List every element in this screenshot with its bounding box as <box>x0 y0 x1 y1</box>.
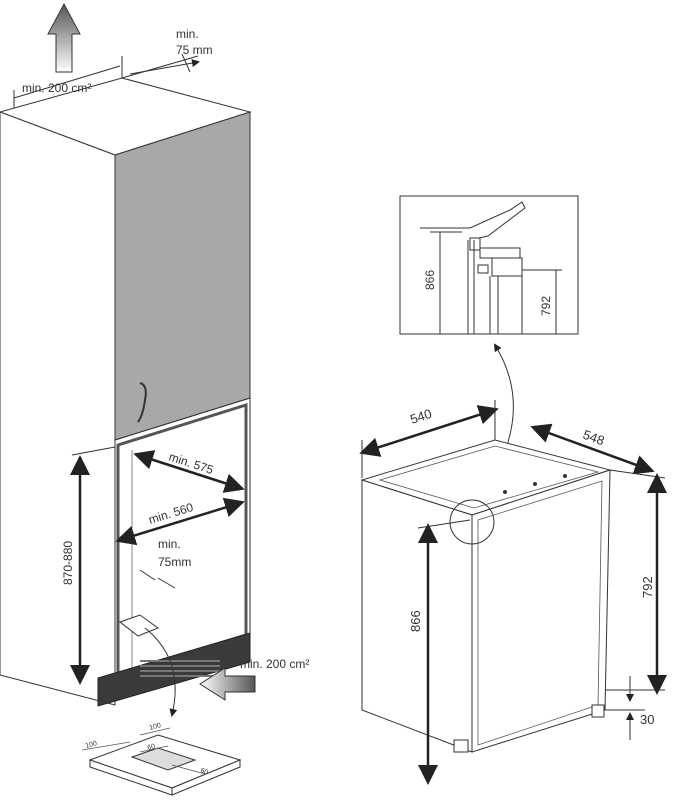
vent-top-gap-label: min. <box>176 27 199 41</box>
cabinet-left <box>0 2 256 717</box>
rear-gap-label: min. <box>158 537 181 551</box>
appliance-width-label: 540 <box>408 406 433 427</box>
appliance-depth-label: 548 <box>581 427 607 449</box>
vent-top-area-label: min. 200 cm² <box>22 81 91 95</box>
upper-door-panel <box>114 111 251 441</box>
door-handle <box>137 382 147 423</box>
appliance-height-body-label: 792 <box>640 576 655 598</box>
appliance-base-gap-label: 30 <box>640 712 654 727</box>
niche-height-label: 870-880 <box>61 541 75 585</box>
hinge-height-body-label: 792 <box>539 296 553 316</box>
plinth-vent-grille <box>97 632 251 707</box>
plinth-dim-d: 60 <box>199 767 209 776</box>
plinth-dim-c: 60 <box>147 743 156 752</box>
hinge-detail-box <box>399 195 579 335</box>
vent-side-arrow-icon <box>199 667 256 701</box>
vent-bottom-area-label: min. 200 cm² <box>240 657 309 671</box>
appliance-right <box>359 400 667 785</box>
plinth-dim-b: 100 <box>149 722 162 732</box>
plinth-dim-a: 100 <box>85 740 98 750</box>
appliance-height-total-label: 866 <box>408 610 423 632</box>
plinth-cutout-detail <box>81 727 242 796</box>
vent-top-gap-value: 75 mm <box>176 43 213 57</box>
vent-up-arrow-icon <box>47 2 81 73</box>
rear-gap-value: 75mm <box>158 555 191 569</box>
hinge-height-total-label: 866 <box>423 270 437 290</box>
